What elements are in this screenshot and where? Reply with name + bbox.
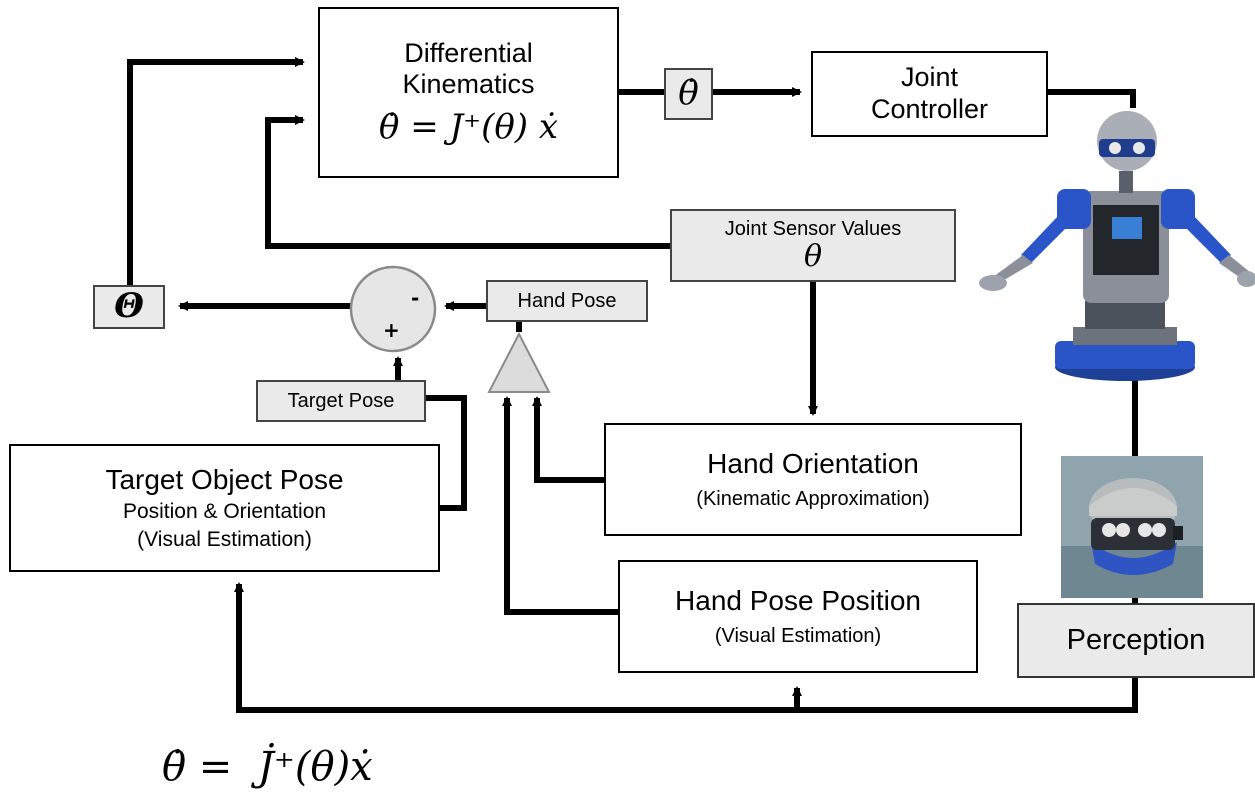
theta-dot-box: θ̇ <box>664 68 713 120</box>
perception-label: Perception <box>1066 623 1206 656</box>
merge-triangle <box>487 331 551 393</box>
hand-orientation-box: Hand Orientation (Kinematic Approximatio… <box>604 423 1022 536</box>
hand-pose-position-box: Hand Pose Position (Visual Estimation) <box>618 560 978 673</box>
perception-feedback-arrow <box>234 582 1138 713</box>
theta-error-symbol: Θ <box>114 286 144 327</box>
target-object-pose-line3: (Visual Estimation) <box>137 528 312 552</box>
target-object-pose-line2: Position & Orientation <box>122 500 327 524</box>
joint-controller-line1: Joint <box>900 62 959 93</box>
dk-title-line1: Differential <box>404 37 533 68</box>
joint-sensor-values-box: Joint Sensor Values θ <box>670 209 956 282</box>
joint-controller-line2: Controller <box>870 94 989 124</box>
hand-pose-label: Hand Pose <box>517 290 617 312</box>
comparator-minus-sign: - <box>411 286 420 310</box>
comparator-plus-sign: + <box>383 318 400 342</box>
hand-pose-box: Hand Pose <box>486 280 648 322</box>
theta-to-dk-arrow <box>127 57 305 285</box>
theta-error-box: Θ <box>93 285 165 329</box>
orientation-to-triangle-arrow <box>532 396 604 483</box>
position-to-triangle-arrow <box>502 396 618 615</box>
differential-kinematics-box: Differential Kinematics θ̇ = J⁺(θ) ẋ <box>318 7 619 178</box>
target-pose-label: Target Pose <box>287 390 395 412</box>
targetobject-to-targetpose-line <box>426 395 467 511</box>
comparator-circle <box>349 265 437 353</box>
robot-image <box>979 111 1255 381</box>
dk-title-line2: Kinematics <box>402 69 535 100</box>
target-object-pose-box: Target Object Pose Position & Orientatio… <box>9 444 440 572</box>
hand-pose-position-subtitle: (Visual Estimation) <box>714 625 882 648</box>
bottom-equation: θ̇ = J̇⁺(θ)ẋ <box>162 744 373 790</box>
controller-to-robot-line <box>1048 89 1136 108</box>
target-object-pose-title: Target Object Pose <box>105 464 344 496</box>
theta-dot-symbol: θ̇ <box>678 73 699 114</box>
hand-orientation-subtitle: (Kinematic Approximation) <box>696 488 930 511</box>
dk-equation: θ̇ = J⁺(θ) ẋ <box>378 107 559 148</box>
perception-box: Perception <box>1017 603 1255 678</box>
joint-sensor-theta-symbol: θ <box>803 239 823 274</box>
sensor-to-dk-arrow <box>265 115 670 249</box>
joint-controller-box: Joint Controller <box>811 51 1048 137</box>
robot-head-closeup-image <box>1061 456 1203 598</box>
joint-sensor-values-label: Joint Sensor Values <box>724 218 902 240</box>
hand-orientation-title: Hand Orientation <box>707 448 919 480</box>
hand-pose-position-title: Hand Pose Position <box>675 585 921 617</box>
target-pose-box: Target Pose <box>256 380 426 422</box>
